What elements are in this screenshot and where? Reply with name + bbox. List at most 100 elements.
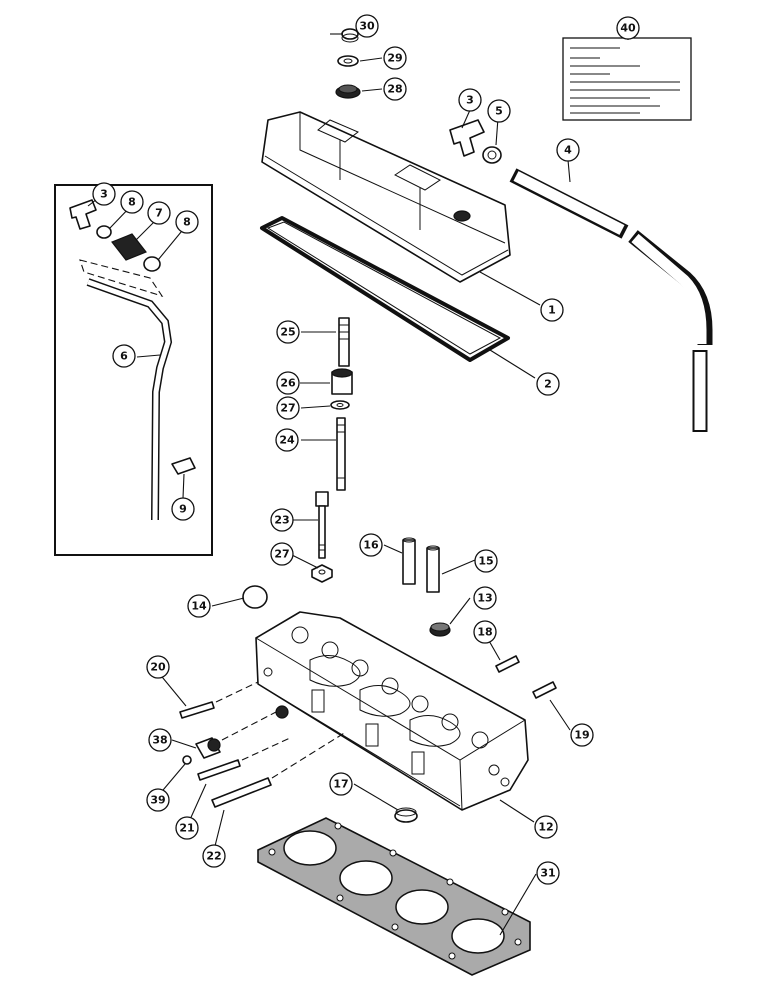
tee-fitting-inset (69, 199, 97, 230)
callout-4: 4 (556, 138, 580, 162)
rocker-bolt (315, 491, 329, 559)
svg-text:19: 19 (574, 729, 589, 742)
callout-3-upper: 3 (458, 88, 482, 112)
svg-text:3: 3 (100, 188, 108, 201)
svg-text:2: 2 (544, 378, 552, 391)
svg-text:17: 17 (333, 778, 348, 791)
svg-text:31: 31 (540, 867, 555, 880)
callout-2: 2 (536, 372, 560, 396)
callout-30: 30 (355, 14, 379, 38)
tube-clip (171, 457, 196, 475)
callout-18: 18 (473, 620, 497, 644)
callout-19: 19 (570, 723, 594, 747)
callout-20: 20 (146, 655, 170, 679)
svg-text:27: 27 (280, 402, 295, 415)
hose-clamp-inset-a (96, 225, 112, 239)
dowel-pin-b (532, 681, 557, 699)
callout-12: 12 (534, 815, 558, 839)
svg-text:15: 15 (478, 555, 493, 568)
stud-22 (211, 777, 272, 808)
svg-text:13: 13 (477, 592, 492, 605)
head-gasket (257, 817, 531, 976)
callout-9: 9 (171, 497, 195, 521)
stud-22-guide (271, 731, 347, 779)
svg-text:29: 29 (387, 52, 402, 65)
callout-7: 7 (147, 201, 171, 225)
svg-text:21: 21 (179, 822, 194, 835)
rocker-cover (261, 111, 511, 283)
svg-text:26: 26 (280, 377, 296, 390)
callout-17: 17 (329, 772, 353, 796)
connector-sleeve (111, 233, 147, 261)
svg-text:25: 25 (280, 326, 295, 339)
spacer-nut (331, 368, 353, 395)
breather-hose (509, 168, 713, 432)
svg-text:16: 16 (363, 539, 379, 552)
nut-lower (311, 564, 333, 583)
callout-14: 14 (187, 594, 211, 618)
svg-text:9: 9 (179, 503, 187, 516)
callout-8-b: 8 (175, 210, 199, 234)
svg-text:8: 8 (183, 216, 191, 229)
callout-5: 5 (487, 99, 511, 123)
svg-text:4: 4 (564, 144, 572, 157)
svg-text:22: 22 (206, 850, 221, 863)
rocker-cover-gasket (260, 216, 510, 362)
svg-text:24: 24 (279, 434, 295, 447)
washer-upper (330, 400, 350, 410)
stud-21 (197, 759, 241, 781)
hose-clamp-inset-b (143, 256, 161, 272)
callout-23: 23 (270, 508, 294, 532)
svg-text:28: 28 (387, 83, 402, 96)
callout-31: 31 (536, 861, 560, 885)
leader-lines (87, 33, 629, 936)
breather-cap (341, 28, 359, 43)
callout-40: 40 (616, 16, 640, 40)
svg-text:1: 1 (548, 304, 556, 317)
stud-upper (338, 317, 350, 367)
svg-text:30: 30 (359, 20, 375, 33)
callout-26: 26 (276, 371, 300, 395)
callout-13: 13 (473, 586, 497, 610)
callout-15: 15 (474, 549, 498, 573)
callout-29: 29 (383, 46, 407, 70)
stud-side (179, 681, 259, 719)
callout-21: 21 (175, 816, 199, 840)
callout-28: 28 (383, 77, 407, 101)
callout-1: 1 (540, 298, 564, 322)
grommet (335, 84, 361, 99)
svg-text:38: 38 (152, 734, 167, 747)
svg-text:18: 18 (477, 626, 492, 639)
stud-21-guide (241, 737, 291, 761)
callout-6: 6 (112, 344, 136, 368)
stud-long (336, 417, 346, 491)
valve-guide-a (402, 537, 416, 585)
callout-27-upper: 27 (276, 396, 300, 420)
cup-plug (429, 622, 451, 637)
callout-25: 25 (276, 320, 300, 344)
svg-text:8: 8 (128, 196, 136, 209)
svg-text:6: 6 (120, 350, 128, 363)
sender-washer (182, 755, 192, 765)
svg-text:12: 12 (538, 821, 553, 834)
callout-16: 16 (359, 533, 383, 557)
dowel-pin-a (495, 655, 520, 673)
expansion-plug (242, 585, 268, 609)
valve-guide-b (426, 545, 440, 593)
breather-tube (79, 259, 173, 521)
cylinder-head (255, 611, 529, 811)
svg-text:39: 39 (150, 794, 165, 807)
svg-text:3: 3 (466, 94, 474, 107)
callout-24: 24 (275, 428, 299, 452)
plug-cup (394, 807, 418, 823)
data-plate-decal (562, 37, 692, 121)
svg-text:23: 23 (274, 514, 289, 527)
callout-39: 39 (146, 788, 170, 812)
inset-frame (54, 184, 213, 556)
svg-text:20: 20 (150, 661, 166, 674)
callout-3-inset: 3 (92, 182, 116, 206)
svg-text:40: 40 (620, 22, 636, 35)
callout-38: 38 (148, 728, 172, 752)
callout-22: 22 (202, 844, 226, 868)
